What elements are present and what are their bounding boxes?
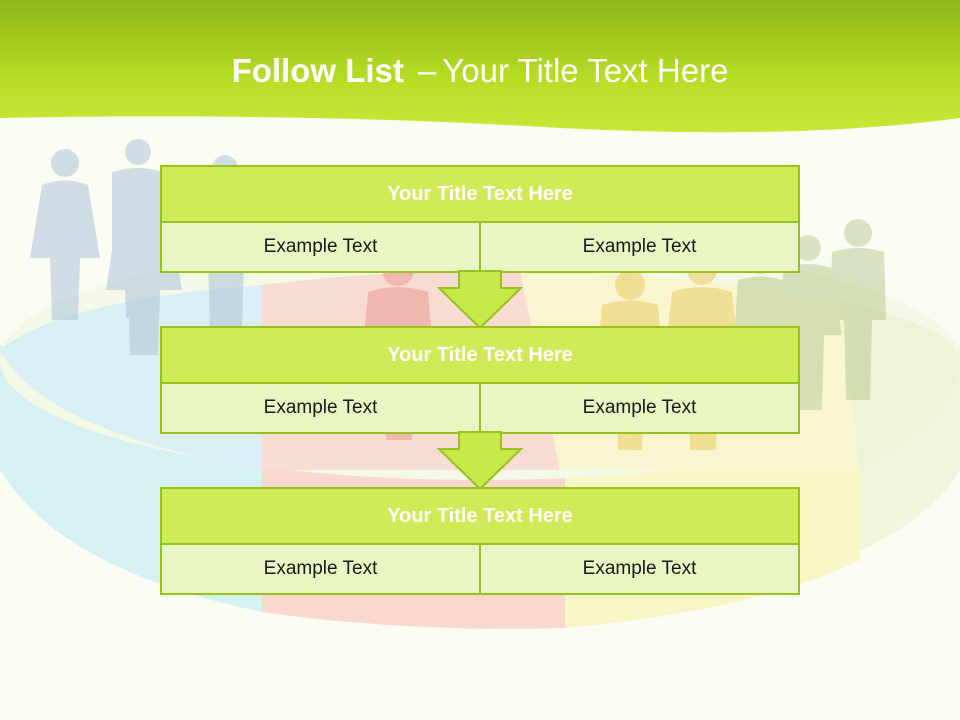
down-arrow-icon: [437, 270, 523, 330]
step-cell-right: Example Text: [479, 384, 798, 432]
step-cell-left: Example Text: [162, 223, 479, 271]
title-rest: Your Title Text Here: [442, 52, 729, 89]
slide-title: Follow List–Your Title Text Here: [0, 52, 960, 90]
step-block-1: Your Title Text Here Example Text Exampl…: [160, 165, 800, 273]
title-dash: –: [417, 52, 437, 89]
step-row: Example Text Example Text: [162, 384, 798, 432]
title-strong: Follow List: [231, 52, 404, 89]
step-cell-left: Example Text: [162, 384, 479, 432]
step-cell-right: Example Text: [479, 545, 798, 593]
step-cell-right: Example Text: [479, 223, 798, 271]
down-arrow-icon: [437, 431, 523, 491]
step-title: Your Title Text Here: [162, 489, 798, 545]
step-row: Example Text Example Text: [162, 223, 798, 271]
header-wave: [0, 0, 960, 133]
step-title: Your Title Text Here: [162, 167, 798, 223]
step-row: Example Text Example Text: [162, 545, 798, 593]
step-block-2: Your Title Text Here Example Text Exampl…: [160, 326, 800, 434]
step-title: Your Title Text Here: [162, 328, 798, 384]
step-cell-left: Example Text: [162, 545, 479, 593]
step-block-3: Your Title Text Here Example Text Exampl…: [160, 487, 800, 595]
